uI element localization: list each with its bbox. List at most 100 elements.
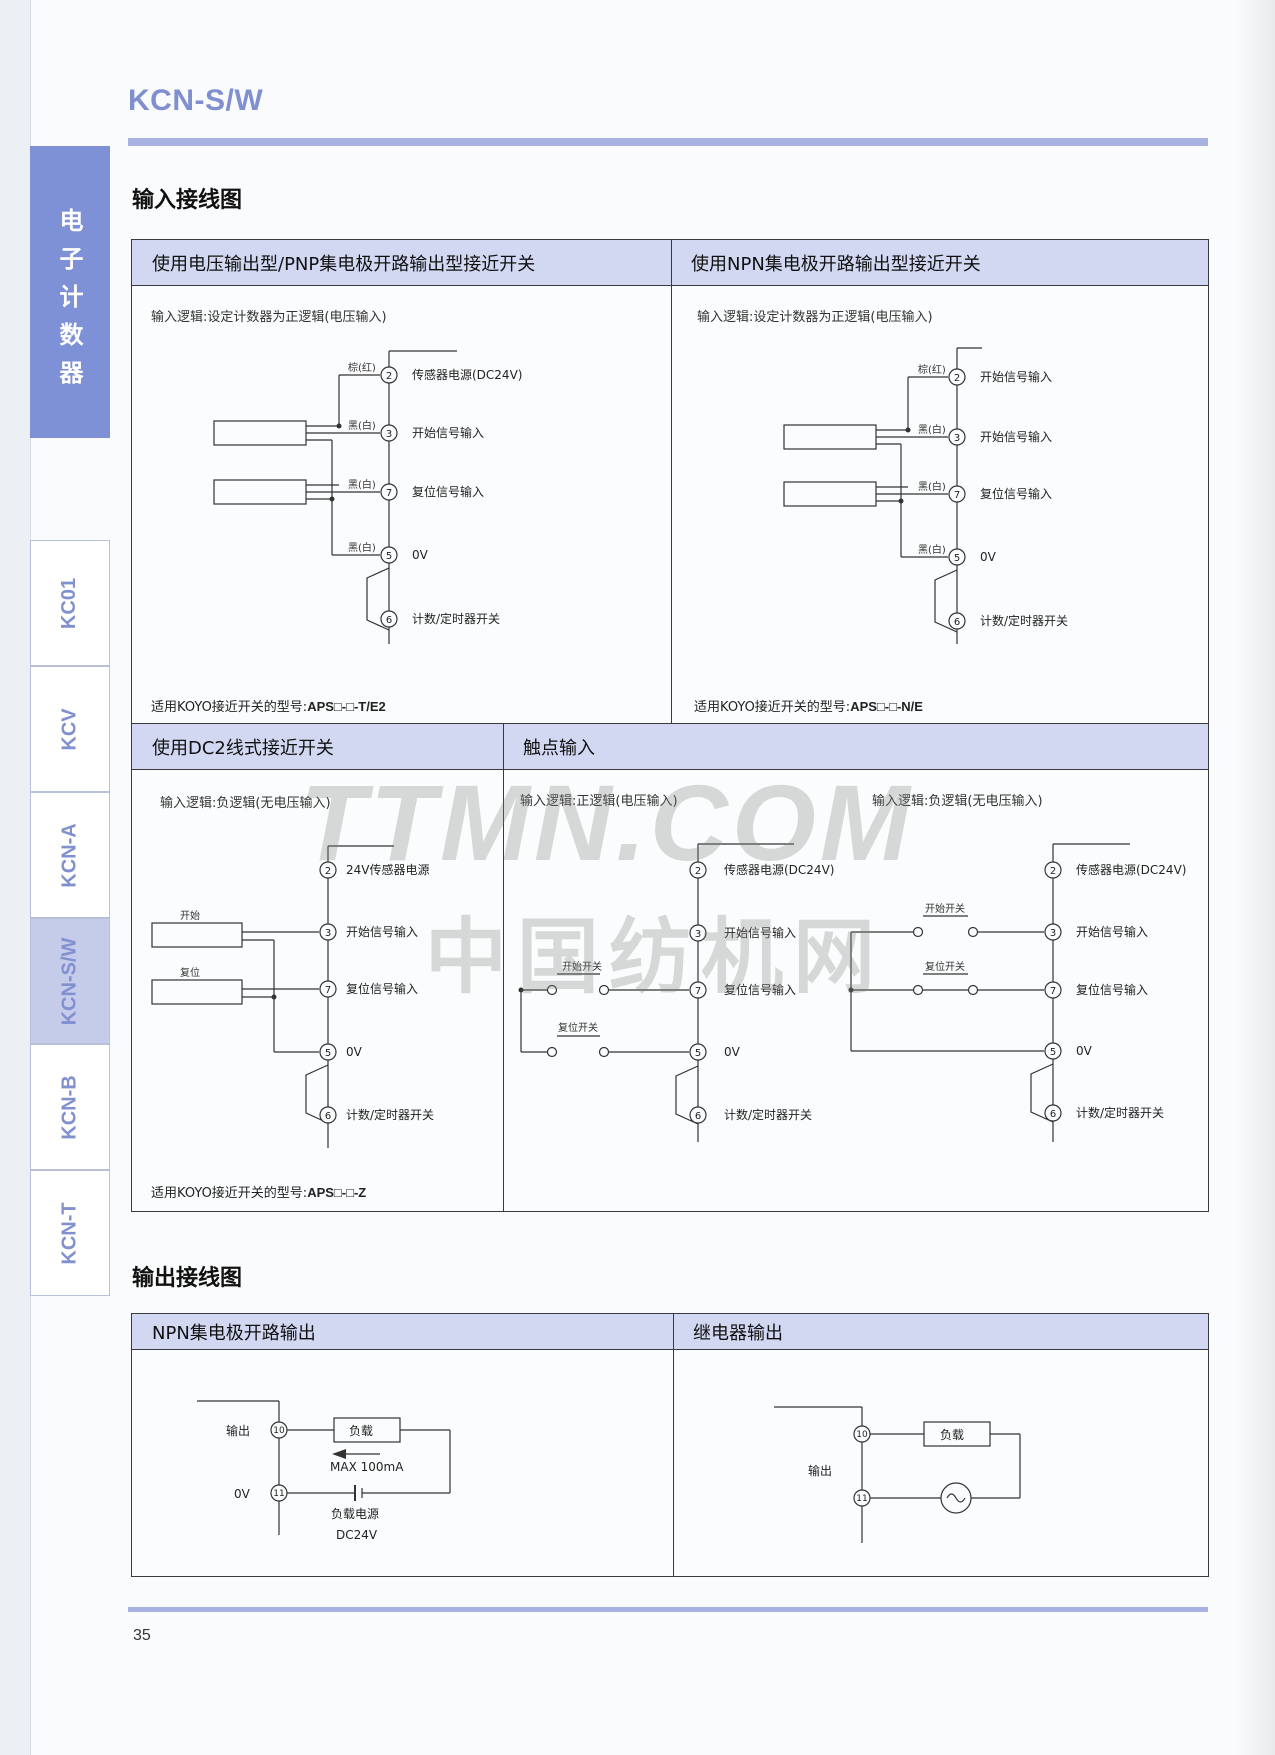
terminal-number: 2	[325, 866, 331, 877]
terminal-number: 3	[695, 929, 701, 940]
logic-note: 输入逻辑:设定计数器为正逻辑(电压输入)	[151, 310, 387, 325]
terminal-number: 7	[695, 986, 701, 997]
wire-color-label: 黑(白)	[348, 478, 376, 491]
terminal-number: 7	[325, 985, 331, 996]
switch-label: 开始开关	[925, 902, 965, 915]
sidebar-tab-label: KCN-S/W	[58, 937, 81, 1025]
wire-color-label: 黑(白)	[918, 480, 946, 493]
panel-title-dc2: 使用DC2线式接近开关	[132, 724, 503, 770]
sensor-box	[151, 922, 243, 948]
terminal-number: 11	[273, 1489, 284, 1499]
terminal-number: 6	[325, 1111, 331, 1122]
panel-title-npn-output: NPN集电极开路输出	[132, 1314, 673, 1350]
terminal-label: 0V	[724, 1045, 741, 1059]
switch-label: 复位开关	[558, 1021, 598, 1034]
sidebar-tab-label: KCV	[58, 707, 81, 751]
sidebar-tab-label: KCN-B	[58, 1074, 81, 1140]
terminal-label: 计数/定时器开关	[346, 1107, 434, 1122]
model-note: 适用KOYO接近开关的型号:APS□-□-Z	[151, 1182, 366, 1201]
sidebar-tab-kcn-b[interactable]: KCN-B	[30, 1044, 110, 1170]
wire-color-label: 棕(红)	[348, 361, 376, 374]
logic-note: 输入逻辑:负逻辑(无电压输入)	[160, 796, 331, 811]
terminal-number: 6	[386, 615, 392, 626]
terminal-label: 0V	[412, 548, 429, 562]
sensor-label: 复位	[180, 966, 200, 979]
sidebar-category-tab[interactable]: 电子计数器	[30, 146, 110, 438]
terminal-label: 计数/定时器开关	[724, 1107, 812, 1122]
model-code: APS□-□-Z	[307, 1185, 367, 1200]
panel-divider	[671, 240, 672, 724]
wiring-diagram-npn: 棕(红) 黑(白) 黑(白) 黑(白) 2 3 7 5 6 开始信号输入 开始信…	[783, 347, 1068, 644]
panel-title-voltage-pnp: 使用电压输出型/PNP集电极开路输出型接近开关	[132, 240, 671, 286]
panel-divider	[673, 1314, 674, 1577]
panel-title-contact: 触点输入	[503, 724, 1208, 770]
current-label: MAX 100mA	[330, 1460, 404, 1474]
wiring-diagram-dc2: 开始 复位 2 3 7 5 6 24V传感器电源 开始信号输入 复位信号输入 0…	[151, 845, 434, 1148]
terminal-number: 10	[856, 1430, 868, 1440]
model-prefix: 适用KOYO接近开关的型号:	[694, 700, 851, 715]
terminal-label: 传感器电源(DC24V)	[1076, 862, 1186, 877]
terminal-number: 3	[386, 429, 392, 440]
wiring-diagram-contact-positive: 开始开关 复位开关 2 3 7 5 6 传感器电源(DC24V) 开始信号输入 …	[518, 843, 834, 1142]
input-panel-bottom	[131, 723, 1209, 1212]
panel-title-npn: 使用NPN集电极开路输出型接近开关	[671, 240, 1208, 286]
terminal-label: 复位信号输入	[346, 981, 418, 996]
output-section-title: 输出接线图	[132, 1266, 243, 1291]
terminal-number: 7	[954, 490, 960, 501]
logic-note: 输入逻辑:正逻辑(电压输入)	[520, 794, 678, 809]
panel-divider	[503, 724, 504, 1212]
page-number: 35	[133, 1627, 151, 1644]
terminal-label: 开始信号输入	[1076, 924, 1148, 939]
sidebar-tab-kcn-t[interactable]: KCN-T	[30, 1170, 110, 1296]
watermark-text: 中国纺机网	[425, 910, 886, 1005]
terminal-label: 传感器电源(DC24V)	[724, 862, 834, 877]
terminal-label: 计数/定时器开关	[1076, 1105, 1164, 1120]
terminal-number: 5	[695, 1048, 701, 1059]
terminal-number: 5	[386, 551, 392, 562]
terminal-label: 开始信号输入	[412, 425, 484, 440]
switch-label: 开始开关	[562, 960, 602, 973]
supply-label: 负载电源	[331, 1507, 379, 1521]
sidebar-tab-kc01[interactable]: KC01	[30, 540, 110, 666]
model-prefix: 适用KOYO接近开关的型号:	[151, 700, 308, 715]
model-code: APS□-□-T/E2	[307, 699, 386, 714]
sidebar-tab-label: KC01	[58, 577, 81, 629]
supply-voltage-label: DC24V	[336, 1528, 378, 1542]
output-label: 输出	[808, 1463, 832, 1478]
terminal-number: 6	[954, 617, 960, 628]
panel-title-relay-output: 继电器输出	[673, 1314, 1208, 1350]
model-note: 适用KOYO接近开关的型号:APS□-□-T/E2	[151, 696, 386, 715]
sensor-box	[783, 481, 877, 507]
wire-color-label: 黑(白)	[348, 419, 376, 432]
switch-label: 复位开关	[925, 960, 965, 973]
footer-rule	[128, 1607, 1208, 1612]
terminal-label: 0V	[1076, 1044, 1093, 1058]
sidebar-tab-kcn-sw[interactable]: KCN-S/W	[30, 918, 110, 1044]
terminal-number: 3	[1050, 928, 1056, 939]
sidebar-tab-kcv[interactable]: KCV	[30, 666, 110, 792]
input-panel-top	[131, 239, 1209, 724]
terminal-number: 6	[695, 1111, 701, 1122]
terminal-number: 3	[325, 928, 331, 939]
scan-edge	[0, 0, 31, 1755]
wire-color-label: 黑(白)	[918, 543, 946, 556]
terminal-number: 3	[954, 433, 960, 444]
terminal-label: 开始信号输入	[346, 924, 418, 939]
terminal-label: 复位信号输入	[412, 484, 484, 499]
sensor-box	[213, 420, 307, 446]
title-rule	[128, 138, 1208, 146]
sidebar-tab-label: KCN-T	[58, 1201, 81, 1265]
terminal-label: 开始信号输入	[724, 925, 796, 940]
model-code: APS□-□-N/E	[850, 699, 923, 714]
terminal-label: 复位信号输入	[980, 486, 1052, 501]
logic-note: 输入逻辑:负逻辑(无电压输入)	[872, 794, 1043, 809]
wire-color-label: 棕(红)	[918, 363, 946, 376]
scan-shadow	[1235, 0, 1275, 1755]
terminal-number: 6	[1050, 1109, 1056, 1120]
sidebar-tab-kcn-a[interactable]: KCN-A	[30, 792, 110, 918]
wiring-diagram-voltage-pnp: 棕(红) 黑(白) 黑(白) 黑(白) 2 3 7 5 6 传感器电源(DC24…	[213, 350, 522, 644]
input-section-title: 输入接线图	[132, 188, 243, 213]
page-title: KCN-S/W	[128, 84, 264, 117]
wiring-diagram-contact-negative: 开始开关 复位开关 2 3 7 5 6 传感器电源(DC24V) 开始信号输入 …	[848, 843, 1186, 1142]
sidebar-tab-label: KCN-A	[58, 822, 81, 888]
